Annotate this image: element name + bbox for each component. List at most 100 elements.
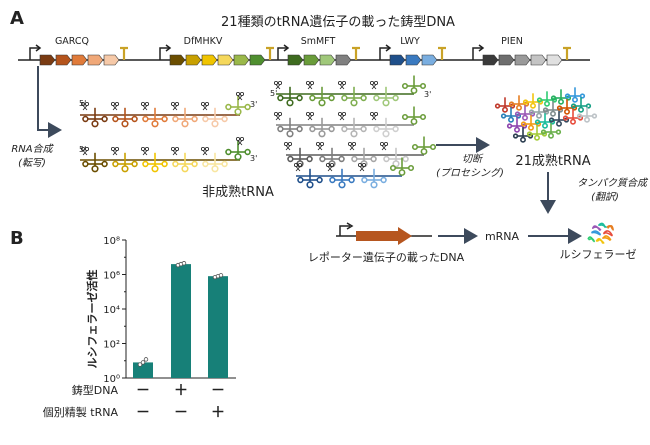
trna-anticodon-loop [564, 108, 570, 115]
terminator-icon [438, 46, 446, 60]
gene-group-label: DfMHKV [184, 36, 223, 47]
trna-loop [534, 119, 541, 125]
scissors-icon [357, 162, 366, 172]
trna-loop [225, 103, 232, 111]
bar [208, 276, 228, 378]
trna-gene [233, 54, 250, 66]
protein-ribbon [595, 238, 604, 244]
trna-loop [536, 97, 543, 103]
trna-anticodon-loop [296, 160, 304, 168]
protein-ribbon [603, 232, 613, 237]
trna-cloverleaf-icon [309, 86, 335, 107]
trna-anticodon-loop [318, 99, 326, 107]
trna-cloverleaf-icon [401, 75, 427, 94]
trna-cloverleaf-icon [373, 86, 399, 107]
scissors-icon [140, 146, 149, 156]
translation-label: (翻訳) [591, 191, 619, 203]
trna-anticodon-loop [91, 120, 99, 128]
panel-b-label: B [10, 228, 24, 249]
trna-gene [498, 54, 515, 66]
scissors-handle [369, 81, 374, 86]
trna-loop [112, 160, 119, 168]
trna-anticodon-loop [350, 130, 358, 138]
trna-gene [201, 54, 218, 66]
scissors-icon [81, 102, 90, 111]
trna-cloverleaf-icon [570, 97, 592, 113]
trna-loop [407, 164, 415, 172]
five-prime-label: 5' [270, 89, 277, 98]
sign-cell: － [211, 383, 225, 399]
scissors-icon [140, 102, 149, 111]
scissors-icon [369, 81, 378, 90]
trna-loop [328, 94, 335, 102]
trna-gene [421, 54, 438, 66]
processing-label: 切断 [462, 153, 484, 165]
trna-anticodon-loop [211, 120, 219, 128]
y-tick-label: 10² [103, 340, 120, 351]
trna-gene [389, 54, 406, 66]
replicate-point [181, 261, 187, 266]
trna-loop [429, 143, 437, 151]
scissors-handle [351, 141, 356, 146]
trna-cloverleaf-icon [411, 136, 437, 155]
trna-loop [297, 176, 304, 184]
scissors-handle [305, 112, 310, 117]
trna-gene [55, 54, 72, 66]
promoter-icon [472, 47, 482, 60]
trna-gene [249, 54, 266, 66]
trna-anticodon-loop [550, 110, 556, 117]
trna-anticodon-loop [360, 160, 368, 168]
scissors-icon [111, 146, 120, 156]
scissors-handle [373, 112, 378, 117]
immature-trna-cluster [273, 75, 437, 189]
scissors-blade [359, 166, 365, 172]
trna-loop [316, 176, 323, 184]
y-tick-label: 10⁴ [103, 305, 120, 316]
scissors-handle [115, 146, 120, 151]
trna-loop [329, 176, 336, 184]
mature-trna-pile [494, 87, 598, 143]
trna-loop [373, 125, 380, 133]
trna-gene [546, 54, 563, 66]
scissors-blade [202, 150, 208, 156]
scissors-blade [142, 105, 148, 111]
processing-label: (プロセシング) [436, 167, 504, 179]
trna-loop [161, 115, 168, 123]
trna-loop [142, 115, 149, 123]
scissors-handle [273, 81, 278, 86]
trna-anticodon-loop [350, 99, 358, 107]
scissors-blade [275, 115, 281, 121]
trna-cloverleaf-icon [526, 125, 548, 141]
terminator-icon [563, 46, 571, 60]
trna-loop [360, 94, 367, 102]
trna-anticodon-loop [91, 165, 99, 173]
trna-loop [564, 93, 571, 99]
scissors-blade [112, 150, 118, 156]
row-label-purified-trna: 個別精製 tRNA [43, 405, 119, 419]
scissors-handle [373, 81, 378, 86]
protein-ribbon [587, 236, 595, 242]
immature-trna-label: 非成熟tRNA [202, 184, 274, 200]
trna-cloverleaf-icon [500, 107, 522, 123]
five-prime-label: 5' [79, 145, 86, 154]
trna-cloverleaf-icon [329, 168, 355, 189]
trna-cloverleaf-icon [361, 168, 387, 189]
reporter-dna-label: レポーター遺伝子の載ったDNA [308, 250, 465, 264]
trna-anticodon-loop [572, 96, 578, 103]
rna-synthesis-label: (転写) [18, 157, 46, 169]
three-prime-label: 3' [250, 154, 257, 163]
three-prime-label: 3' [424, 90, 431, 99]
trna-anticodon-loop [502, 106, 508, 113]
promoter-icon [339, 225, 350, 236]
immature-trna-cluster [80, 92, 251, 173]
trna-anticodon-loop [151, 120, 159, 128]
trna-loop [576, 113, 583, 119]
protein-ribbon [607, 224, 614, 231]
scissors-handle [277, 81, 282, 86]
trna-loop [351, 155, 358, 163]
scissors-handle [200, 102, 205, 107]
trna-loop [548, 117, 555, 123]
scissors-handle [315, 141, 320, 146]
trna-loop [287, 155, 294, 163]
trna-anticodon-loop [584, 116, 590, 123]
